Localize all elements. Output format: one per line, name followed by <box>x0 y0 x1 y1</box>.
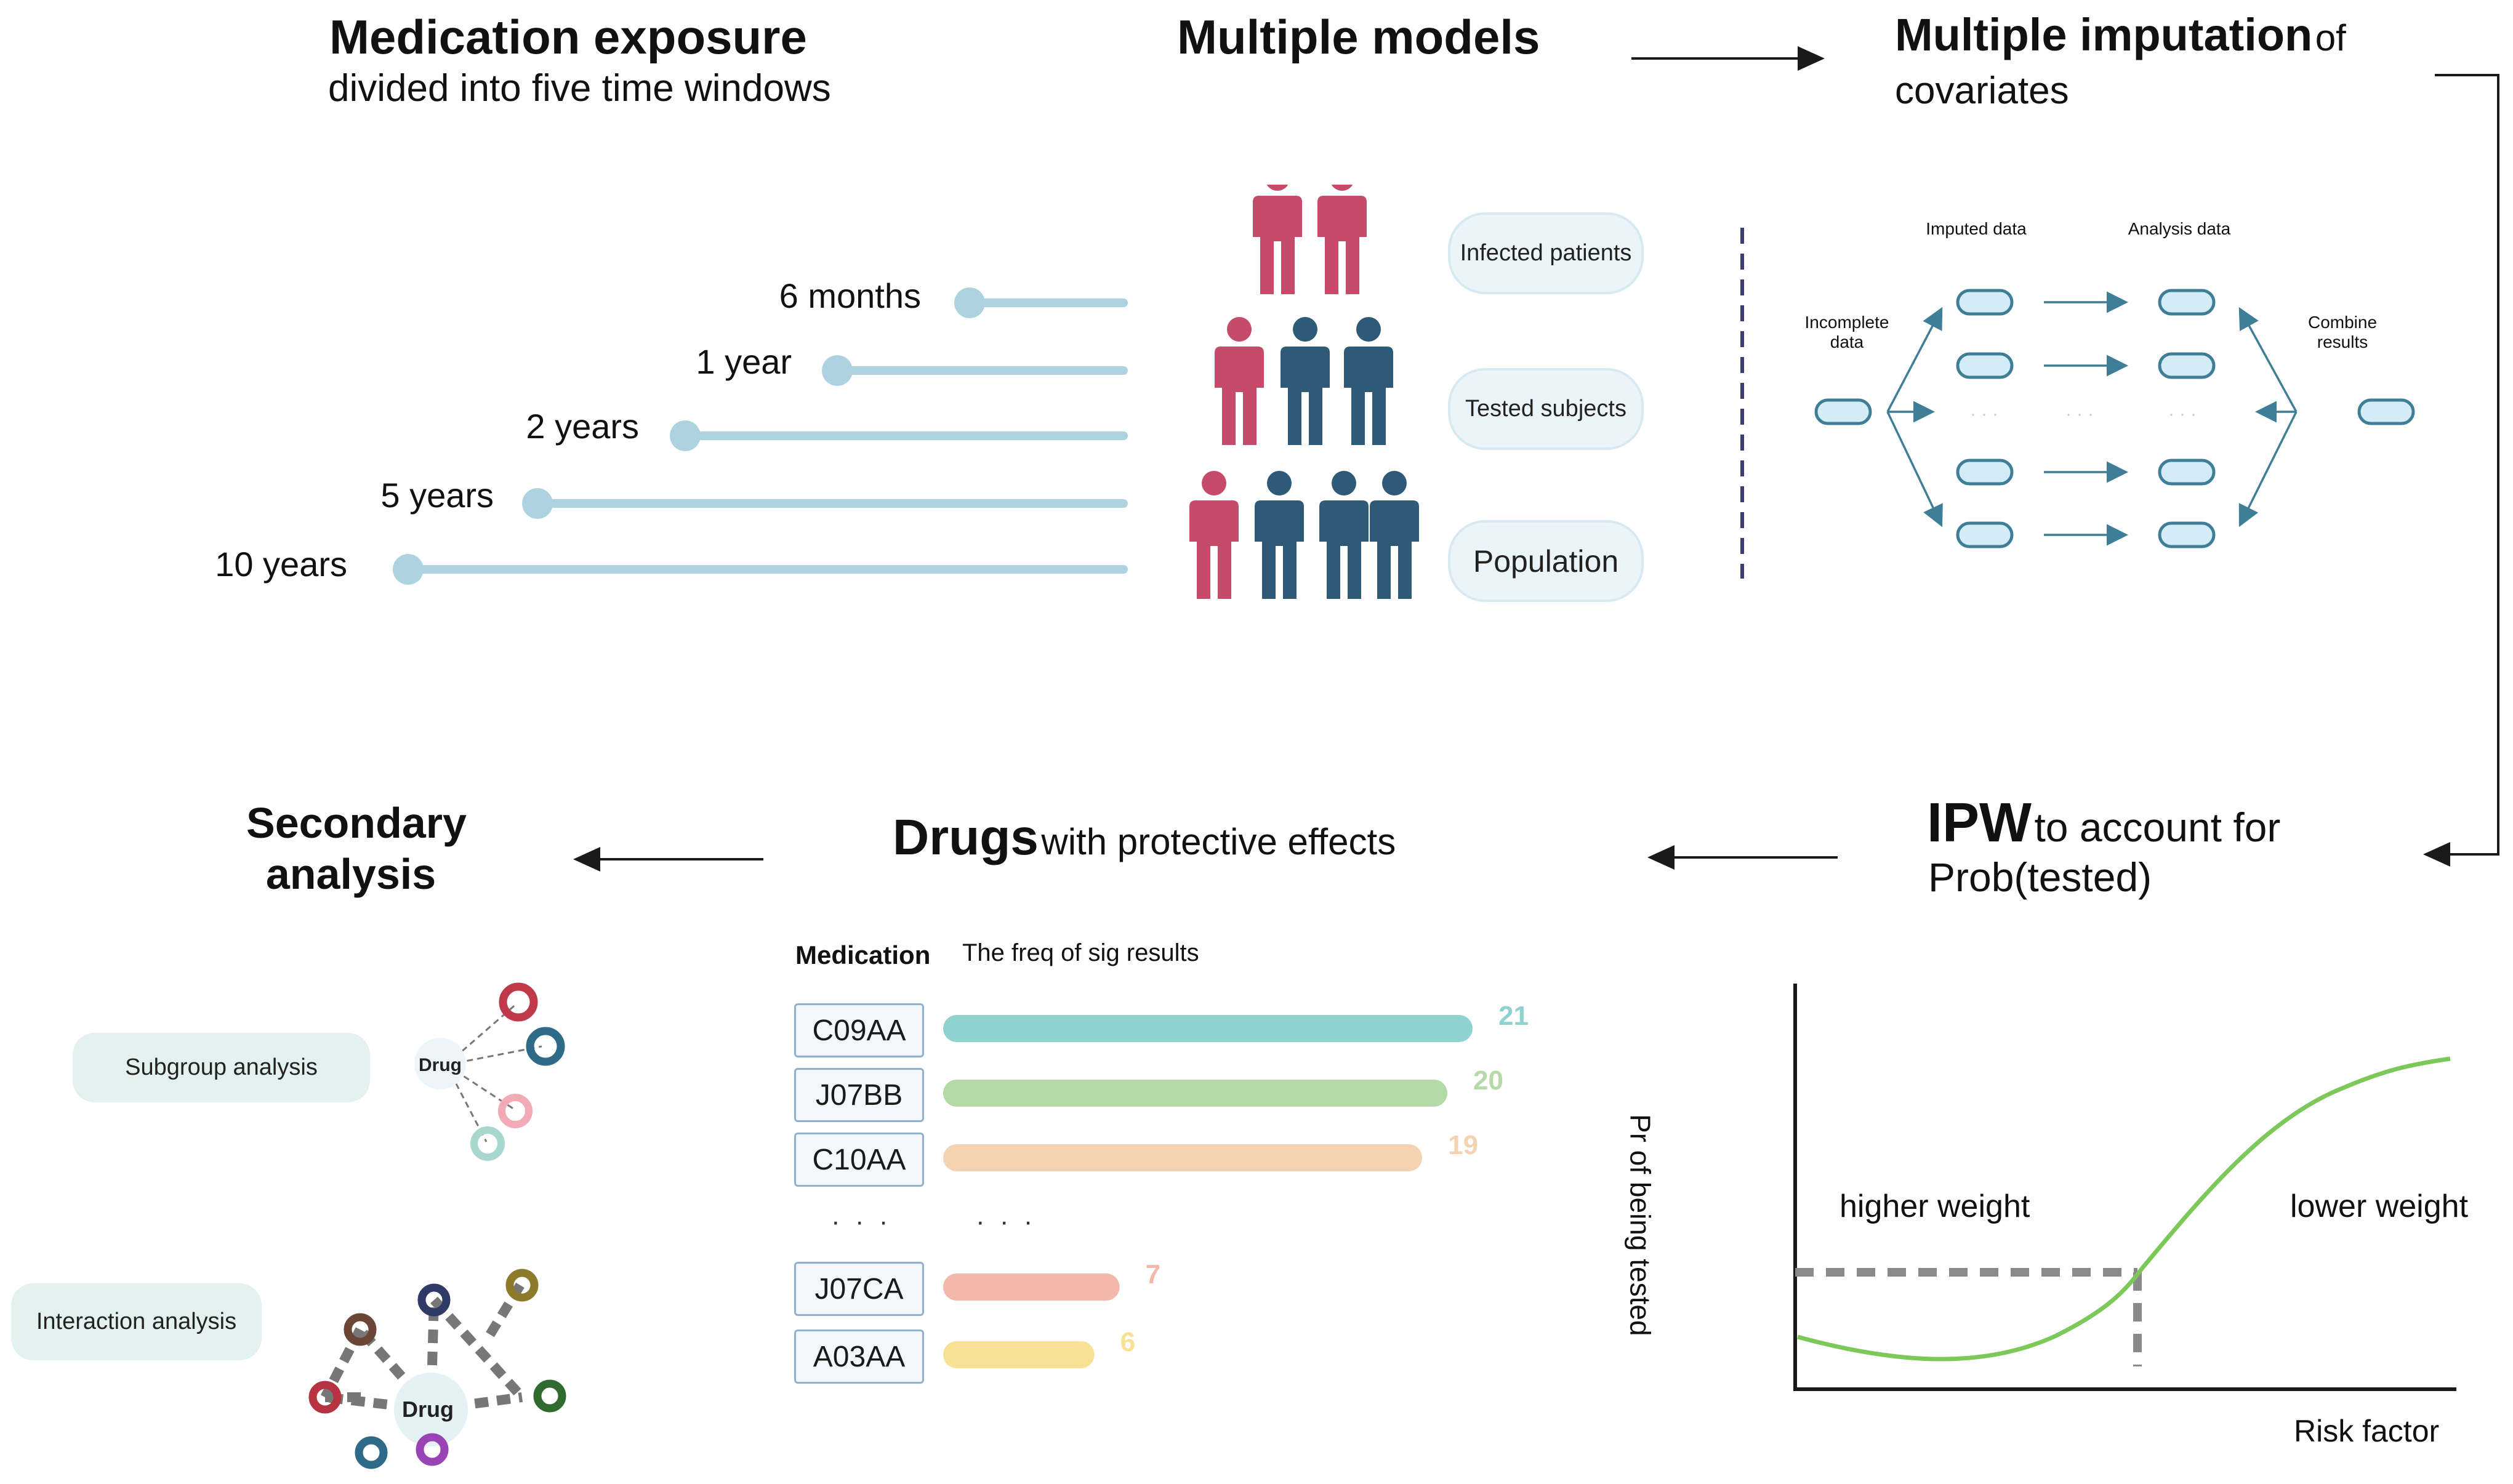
timeline-dot <box>393 554 424 585</box>
ipw-x-label: Risk factor <box>2294 1414 2440 1448</box>
node-pink-icon <box>498 1094 533 1128</box>
group-pill-tested-subjects: Tested subjects <box>1448 368 1644 450</box>
label-analysis-data: Analysis data <box>2128 219 2231 238</box>
drug-node <box>414 1038 466 1089</box>
drug-node-label: Drug <box>419 1055 462 1075</box>
frequency-bar-c10aa <box>943 1144 1423 1171</box>
medication-code-c09aa: C09AA <box>794 1003 924 1057</box>
interaction-network: Drug <box>308 1269 566 1469</box>
pill-imputed <box>1956 459 2014 486</box>
node-red-icon <box>499 982 538 1022</box>
medication-code-c10aa: C10AA <box>794 1133 924 1187</box>
multiple-models-title: Multiple models <box>1177 10 1540 64</box>
medication-code-a03aa: A03AA <box>794 1330 924 1384</box>
pill-imputed <box>1956 289 2014 316</box>
pill-imputed <box>1956 352 2014 379</box>
ipw-heading: IPW to account for <box>1927 794 2280 852</box>
ipw-subtitle: Prob(tested) <box>1928 854 2152 900</box>
timeline-dot <box>670 420 701 451</box>
ipw-lower-weight: lower weight <box>2290 1189 2469 1224</box>
multiple-imputation-heading: Multiple imputation of <box>1895 11 2346 59</box>
ipw-title: IPW <box>1927 792 2032 854</box>
timeline-dot <box>522 488 553 519</box>
window-label-2-years: 2 years <box>526 407 639 446</box>
pill-combined <box>2357 398 2415 425</box>
secondary-analysis-title: Secondary analysis <box>246 798 467 899</box>
window-label-5-years: 5 years <box>380 476 494 515</box>
timeline-dot <box>954 287 985 318</box>
frequency-bar-a03aa <box>943 1341 1095 1368</box>
drugs-heading: Drugs with protective effects <box>893 811 1396 864</box>
secondary-title-line1: Secondary <box>246 799 467 847</box>
ipw-curve-plot <box>1793 984 2456 1391</box>
frequency-value-j07ca: 7 <box>1146 1259 1160 1289</box>
node-teal-icon <box>355 1436 388 1469</box>
timeline-dot <box>822 355 853 386</box>
drug-node-label: Drug <box>402 1397 454 1422</box>
multiple-imputation-title-suffix: of <box>2315 17 2346 58</box>
arrow-imputation-to-ipw <box>2423 74 2499 867</box>
label-imputed-data: Imputed data <box>1926 219 2027 238</box>
group-pill-infected-patients: Infected patients <box>1448 212 1644 294</box>
pill-analysis <box>2158 352 2216 379</box>
drugs-title-suffix: with protective effects <box>1041 821 1396 862</box>
frequency-bar-chart: 21 20 19 7 6 <box>943 1001 1529 1368</box>
medication-ellipsis: · · · <box>831 1206 892 1237</box>
svg-text:···: ··· <box>2065 404 2099 424</box>
frequency-value-c09aa: 21 <box>1498 1001 1529 1031</box>
column-frequency: The freq of sig results <box>962 939 1199 966</box>
node-blue-icon <box>526 1027 565 1066</box>
ipw-higher-weight: higher weight <box>1840 1189 2030 1224</box>
frequency-value-j07bb: 20 <box>1473 1065 1503 1096</box>
imputation-flow: ··· ··· ··· <box>1814 289 2415 548</box>
svg-text:···: ··· <box>2168 404 2201 424</box>
node-red-icon <box>308 1381 342 1414</box>
window-label-10-years: 10 years <box>215 545 347 584</box>
pill-analysis <box>2158 521 2216 548</box>
interaction-analysis-tag: Interaction analysis <box>11 1283 262 1360</box>
medication-exposure-subtitle: divided into five time windows <box>328 67 831 110</box>
frequency-bar-j07bb <box>943 1080 1448 1107</box>
window-label-1-year: 1 year <box>696 342 792 381</box>
multiple-imputation-subtitle: covariates <box>1895 70 2069 112</box>
frequency-value-a03aa: 6 <box>1120 1327 1135 1357</box>
drugs-title: Drugs <box>893 809 1039 865</box>
node-brown-icon <box>344 1313 377 1346</box>
node-purple-icon <box>416 1433 449 1466</box>
frequency-bar-j07ca <box>943 1273 1120 1301</box>
pill-analysis <box>2158 459 2216 486</box>
bar-ellipsis: · · · <box>976 1206 1037 1237</box>
dashed-separator <box>1740 228 1744 579</box>
pill-incomplete <box>1814 398 1872 425</box>
column-medication: Medication <box>795 941 931 969</box>
timeline-lines <box>393 287 1128 585</box>
pill-analysis <box>2158 289 2216 316</box>
ipw-title-suffix: to account for <box>2034 804 2281 850</box>
frequency-value-c10aa: 19 <box>1448 1130 1478 1160</box>
medication-exposure-title: Medication exposure <box>329 10 807 64</box>
secondary-title-line2: analysis <box>265 849 436 898</box>
subgroup-analysis-tag: Subgroup analysis <box>73 1033 370 1102</box>
label-incomplete-data: Incomplete data <box>1804 313 1889 352</box>
group-pill-population: Population <box>1448 520 1644 602</box>
medication-code-j07ca: J07CA <box>794 1262 924 1316</box>
pill-imputed <box>1956 521 2014 548</box>
node-olive-icon <box>505 1269 539 1302</box>
ipw-sigmoid-curve <box>1797 1056 2451 1362</box>
window-label-6-months: 6 months <box>779 276 921 315</box>
node-green-icon <box>533 1379 566 1413</box>
medication-code-j07bb: J07BB <box>794 1068 924 1122</box>
svg-text:···: ··· <box>1970 404 2003 424</box>
multiple-imputation-title: Multiple imputation <box>1895 9 2313 60</box>
frequency-bar-c09aa <box>943 1015 1473 1042</box>
subgroup-network: Drug <box>414 982 565 1161</box>
drug-node <box>394 1373 468 1446</box>
label-combine-results: Combine results <box>2307 313 2378 352</box>
node-navy-icon <box>417 1283 451 1317</box>
node-mint-icon <box>470 1126 505 1161</box>
